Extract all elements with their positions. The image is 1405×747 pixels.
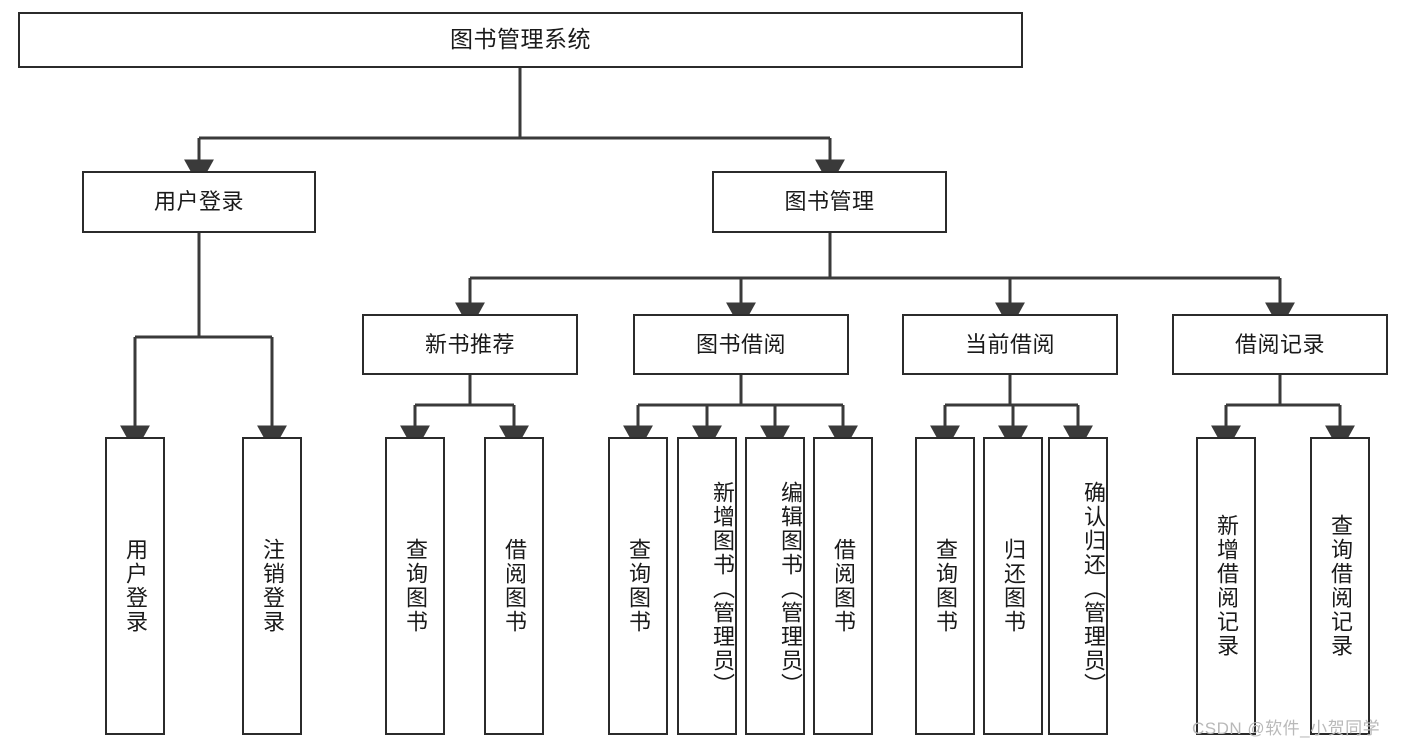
node-leaf-add-book-admin[interactable]: 新增图书（管理员） [677,437,737,735]
node-leaf-query-borrow-record[interactable]: 查询借阅记录 [1310,437,1370,735]
node-leaf-edit-book-admin[interactable]: 编辑图书（管理员） [745,437,805,735]
node-new-book-recommendation[interactable]: 新书推荐 [362,314,578,375]
node-leaf-query-book-rec[interactable]: 查询图书 [385,437,445,735]
node-leaf-query-book-current[interactable]: 查询图书 [915,437,975,735]
node-leaf-borrow-book-rec[interactable]: 借阅图书 [484,437,544,735]
node-leaf-borrow-book[interactable]: 借阅图书 [813,437,873,735]
node-leaf-logout[interactable]: 注销登录 [242,437,302,735]
node-book-borrowing[interactable]: 图书借阅 [633,314,849,375]
node-borrowing-records[interactable]: 借阅记录 [1172,314,1388,375]
node-book-management[interactable]: 图书管理 [712,171,947,233]
node-root-book-management-system[interactable]: 图书管理系统 [18,12,1023,68]
node-leaf-user-login[interactable]: 用户登录 [105,437,165,735]
node-current-borrowing[interactable]: 当前借阅 [902,314,1118,375]
node-leaf-add-borrow-record[interactable]: 新增借阅记录 [1196,437,1256,735]
node-leaf-query-book-borrow[interactable]: 查询图书 [608,437,668,735]
node-user-login[interactable]: 用户登录 [82,171,316,233]
node-leaf-confirm-return-admin[interactable]: 确认归还（管理员） [1048,437,1108,735]
node-leaf-return-book[interactable]: 归还图书 [983,437,1043,735]
csdn-watermark: CSDN @软件_小贺同学 [1192,719,1381,738]
